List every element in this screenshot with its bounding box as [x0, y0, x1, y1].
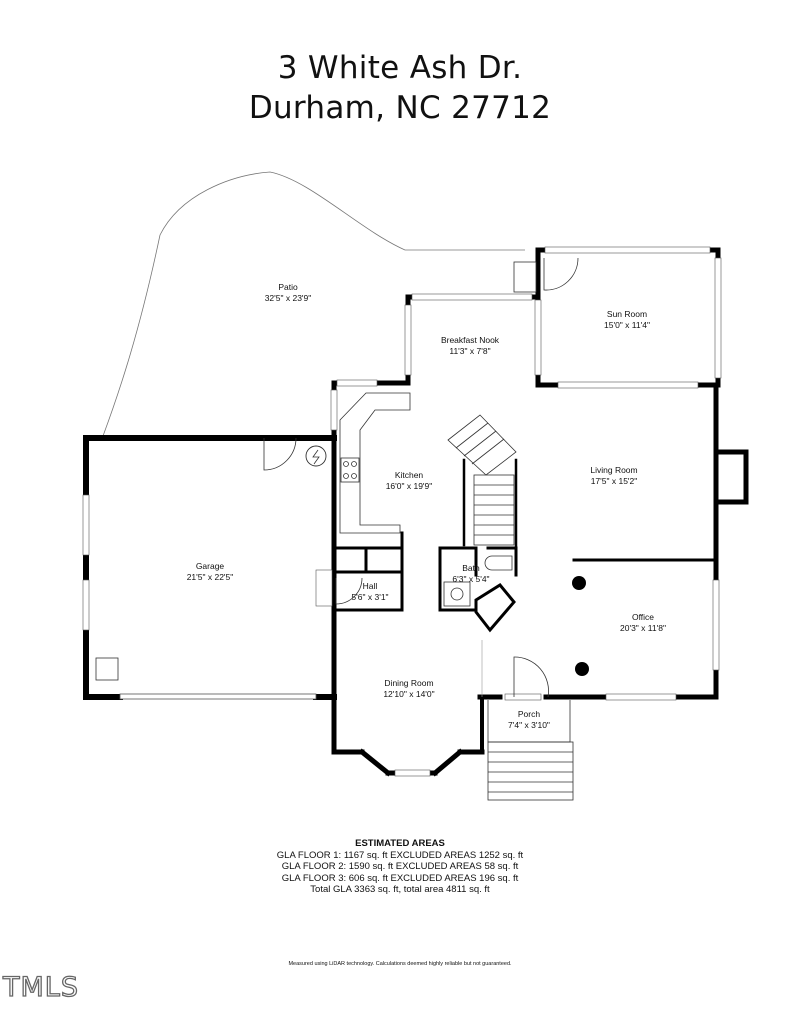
room-porch: Porch 7'4" x 3'10" — [508, 709, 550, 731]
disclaimer: Measured using LiDAR technology. Calcula… — [288, 961, 512, 967]
areas-total: Total GLA 3363 sq. ft, total area 4811 s… — [310, 884, 490, 895]
mls-logo: TMLS — [2, 971, 79, 1003]
room-dining-room: Dining Room 12'10" x 14'0" — [383, 678, 434, 700]
room-sun-room: Sun Room 15'0" x 11'4" — [604, 309, 650, 331]
room-dims: 11'3" x 7'8" — [449, 346, 491, 356]
address-line-1: 3 White Ash Dr. — [277, 50, 523, 86]
areas-floor-3: GLA FLOOR 3: 606 sq. ft EXCLUDED AREAS 1… — [281, 872, 519, 884]
room-dims: 5'6" x 3'1" — [351, 592, 389, 602]
room-name: Living Room — [590, 465, 638, 475]
room-kitchen: Kitchen 16'0" x 19'9" — [386, 470, 433, 492]
room-garage: Garage 21'5" x 22'5" — [187, 561, 234, 583]
room-name: Sun Room — [606, 309, 648, 319]
room-dims: 17'5" x 15'2" — [590, 476, 638, 486]
room-dims: 16'0" x 19'9" — [385, 481, 433, 491]
room-name: Hall — [362, 581, 378, 591]
room-name: Breakfast Nook — [440, 335, 500, 345]
column — [572, 576, 586, 590]
areas-floor-1: GLA FLOOR 1: 1167 sq. ft EXCLUDED AREAS … — [276, 849, 524, 861]
estimated-areas: ESTIMATED AREAS GLA FLOOR 1: 1167 sq. ft… — [0, 838, 800, 896]
room-name: Porch — [517, 709, 541, 719]
room-dims: 32'5" x 23'9" — [264, 293, 312, 303]
room-breakfast-nook: Breakfast Nook 11'3" x 7'8" — [441, 335, 499, 357]
address-line-2: Durham, NC 27712 — [248, 90, 552, 126]
room-dims: 15'0" x 11'4" — [604, 320, 650, 330]
room-dims: 20'3" x 11'8" — [620, 623, 666, 633]
porch — [487, 700, 574, 801]
room-office: Office 20'3" x 11'8" — [620, 612, 666, 634]
areas-floor-2: GLA FLOOR 2: 1590 sq. ft EXCLUDED AREAS … — [281, 861, 519, 872]
room-hall: Hall 5'6" x 3'1" — [351, 581, 388, 603]
room-living-room: Living Room 17'5" x 15'2" — [590, 465, 637, 487]
column — [575, 662, 589, 676]
room-name: Patio — [278, 282, 298, 292]
room-name: Dining Room — [384, 678, 434, 688]
room-dims: 7'4" x 3'10" — [508, 720, 550, 730]
water-heater — [305, 445, 327, 467]
areas-heading: ESTIMATED AREAS — [355, 838, 445, 849]
room-name: Bath — [462, 563, 480, 573]
room-dims: 12'10" x 14'0" — [383, 689, 435, 699]
garage-door — [119, 693, 317, 700]
patio-outline — [102, 171, 525, 437]
room-name: Kitchen — [394, 470, 424, 480]
windows — [330, 246, 722, 777]
room-bath: Bath 6'3" x 5'4" — [452, 563, 489, 585]
kitchen-counters — [339, 392, 411, 534]
garage-box — [95, 657, 119, 681]
room-dims: 6'3" x 5'4" — [452, 574, 490, 584]
room-name: Office — [631, 612, 655, 622]
room-patio: Patio 32'5" x 23'9" — [265, 282, 312, 304]
stairs — [447, 414, 517, 546]
room-name: Garage — [195, 561, 225, 571]
room-dims: 21'5" x 22'5" — [186, 572, 234, 582]
